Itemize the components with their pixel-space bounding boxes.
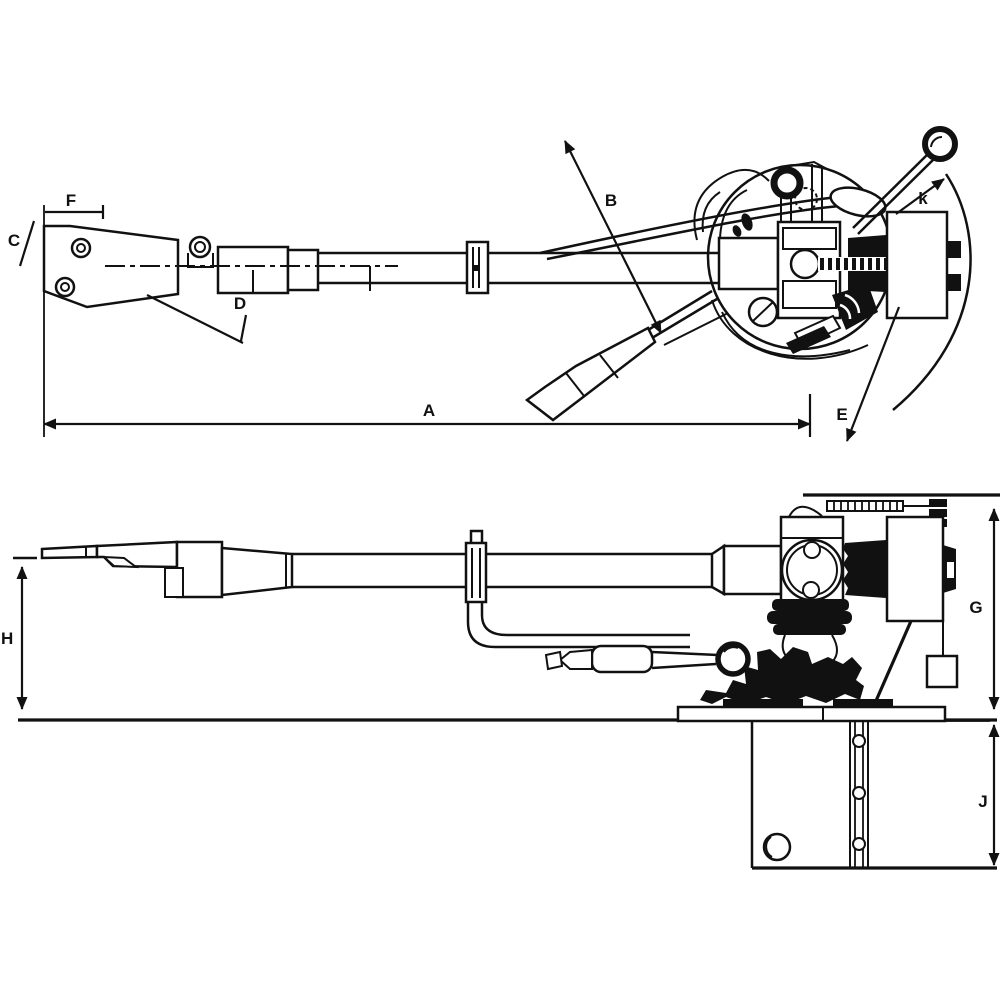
vta-ring [773,624,846,635]
cue-handle-tab [544,650,564,671]
dim-label-H: H [1,629,13,648]
tube-wedge [710,543,726,597]
ratchet-detail [832,284,878,330]
bearing-circle [789,248,821,280]
counterweight-end-cap [947,241,961,258]
bearing-ball-top [803,541,821,559]
dimension-D-line2 [239,314,248,342]
stack-bar [929,499,947,507]
cue-rod [651,662,717,670]
threaded-stub-side [843,540,886,598]
cue-handle-side [590,644,654,674]
vta-ring [772,599,849,611]
clip-bar-dark [786,326,831,354]
headshell-screw [70,237,92,259]
pillar-hole [852,734,866,748]
dim-label-A: A [423,401,435,420]
locking-screw-inner [194,241,206,253]
locking-screw [188,235,212,259]
cartridge-bar [40,544,99,560]
dim-label-C: C [8,231,20,250]
arm-clip-curve [719,189,748,239]
wire-side [831,634,838,663]
ratchet-arc [839,303,852,320]
cue-lever-arm [651,297,718,340]
hidden-circle-dashed [794,187,818,211]
connector-side [175,540,224,599]
base-clamp-bar [833,699,893,708]
counterweight-top-view [885,210,949,320]
finger-lift [101,555,140,569]
antiskate-weight [925,654,959,689]
cue-lever-handle [524,326,657,422]
cue-lever-arm-inner [663,312,729,346]
vta-ring [767,611,852,624]
dimension-k-line [895,178,945,215]
tube-taper [220,546,294,597]
tube-clamp-mark [472,265,479,271]
stack-bar [929,509,947,517]
connector-sub-block [164,567,184,598]
bent-tube-inner [480,602,690,637]
cue-handle-segment [599,354,619,379]
clip-detail [732,225,742,237]
lift-lever-ball [922,126,958,162]
dimension-C-line [18,220,36,267]
headshell-screw-inner [60,282,70,292]
wire-loop [721,311,851,358]
pillar-hole [852,837,866,851]
flange-slot [947,562,954,578]
top-view: B k E D C F A [8,126,972,442]
dimension-E-line [845,306,901,442]
scale-ticks [833,501,898,511]
dim-label-k: k [918,189,928,208]
arm-clip-curve [693,169,770,241]
lift-platform-ring [770,166,804,200]
cue-ball [715,641,751,677]
headshell-side-view [95,540,179,569]
collar-step [286,248,320,292]
lift-lever [852,149,933,229]
counterweight-end-cap [947,274,961,291]
headshell-screw-inner [76,243,86,253]
side-view: H [1,493,1000,870]
base-hardware [700,647,864,704]
pivot-collar [722,544,783,596]
cue-handle-nose [558,648,593,670]
scale-strip [826,500,904,512]
bent-tube-outer [466,602,690,649]
dim-label-G: G [969,598,982,617]
dimension-B-line [564,140,662,334]
cue-rod [651,650,719,657]
grommet-hole [762,832,792,862]
dim-label-B: B [605,191,617,210]
tube-clamp-side [464,541,488,604]
ball-highlight [930,135,943,148]
dim-label-E: E [836,405,847,424]
grommet-crescent [765,836,773,858]
tube-entry-block [717,236,780,291]
bearing-ball-bottom [802,581,820,599]
pillar-hole [852,786,866,800]
gimbal-upper-plate [782,227,837,250]
housing-hump [788,505,823,518]
dimension-D-line [146,294,244,344]
swing-arc [892,173,972,411]
counterweight-side-view [885,515,945,623]
dim-label-F: F [66,191,76,210]
clip-detail [741,213,753,231]
dim-label-D: D [234,294,246,313]
cue-ball-highlight [723,646,739,653]
ratchet-arc [844,293,861,314]
dim-label-J: J [978,792,987,811]
support-strut [870,620,913,711]
headshell-screw [54,276,76,298]
cue-handle-segment [565,372,585,397]
lift-lever [857,155,938,235]
base-clamp-bar [723,699,803,708]
screw-slot [752,301,774,322]
mounting-plate [676,705,947,723]
